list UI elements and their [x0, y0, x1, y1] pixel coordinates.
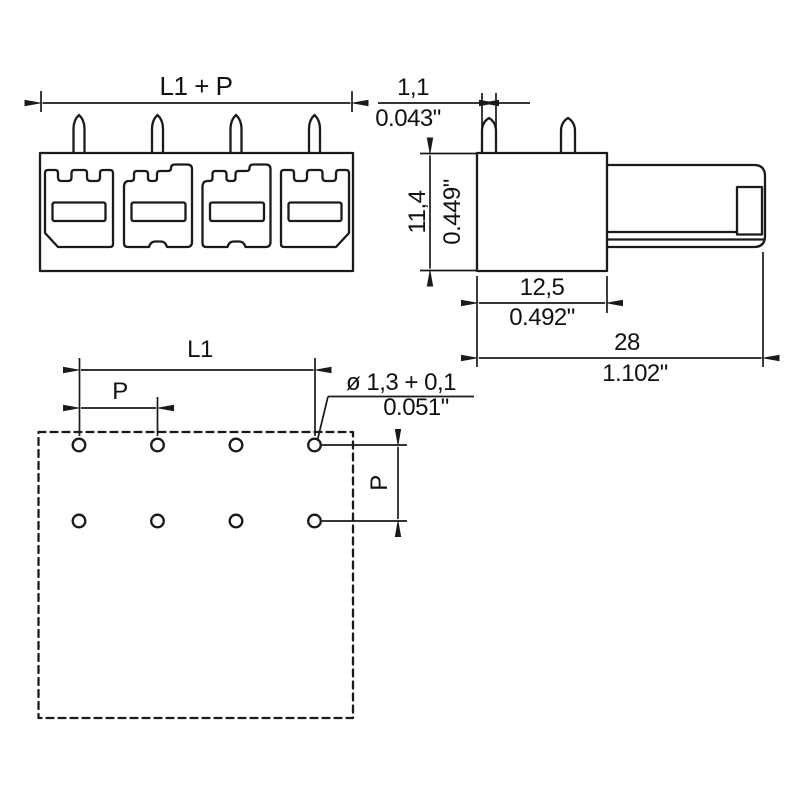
plug-shroud-outline	[605, 163, 767, 249]
footprint-view: L1 P ø 1,3 + 0,1 0.051" P	[37, 336, 474, 720]
shroud-recess	[735, 185, 764, 236]
solder-pin	[229, 113, 243, 155]
front-view: L1 + P	[24, 71, 369, 273]
hole-diameter-inch-label: 0.051"	[383, 394, 449, 421]
solder-pin	[307, 113, 322, 155]
row-pitch-label: P	[366, 475, 393, 491]
connector-body-outline	[38, 151, 355, 273]
cavity-outline	[201, 163, 272, 249]
drill-hole	[307, 513, 322, 529]
drill-hole	[71, 513, 87, 529]
total-depth-mm-label: 28	[614, 329, 640, 356]
solder-pin	[559, 116, 577, 155]
drill-hole	[228, 513, 244, 529]
cavity-outline	[43, 168, 115, 249]
cavity-slot	[51, 201, 107, 223]
cavity-outline	[122, 163, 194, 249]
height-mm-label: 11,4	[404, 190, 431, 233]
body-depth-mm-label: 12,5	[520, 274, 565, 301]
connector-body-outline	[475, 151, 609, 273]
pcb-outline-dashed	[37, 430, 355, 720]
pin-width-mm-label: 1,1	[397, 74, 429, 101]
cavity-slot	[130, 201, 187, 223]
front-width-label: L1 + P	[160, 71, 233, 101]
cavity-outline	[279, 168, 351, 249]
solder-pin	[150, 113, 165, 155]
cavity-slot	[208, 201, 266, 223]
drill-hole	[150, 513, 165, 529]
drill-hole	[71, 437, 87, 453]
solder-pin	[72, 113, 86, 155]
pitch-label: P	[112, 378, 128, 405]
cavity-slot	[287, 201, 343, 223]
body-depth-inch-label: 0.492"	[509, 304, 575, 331]
drill-hole	[228, 437, 244, 453]
drill-hole	[150, 437, 165, 453]
pin-width-inch-label: 0.043"	[375, 105, 441, 132]
drill-hole	[307, 437, 322, 453]
hole-diameter-mm-label: ø 1,3 + 0,1	[346, 369, 456, 396]
height-inch-label: 0.449"	[439, 179, 466, 245]
leader-line	[316, 396, 329, 441]
side-view: 1,1 0.043" 11,4 0.449" 12,5 0.492" 28 1.…	[375, 74, 780, 387]
l1-label: L1	[187, 336, 213, 363]
total-depth-inch-label: 1.102"	[602, 360, 668, 387]
solder-pin	[480, 116, 498, 155]
